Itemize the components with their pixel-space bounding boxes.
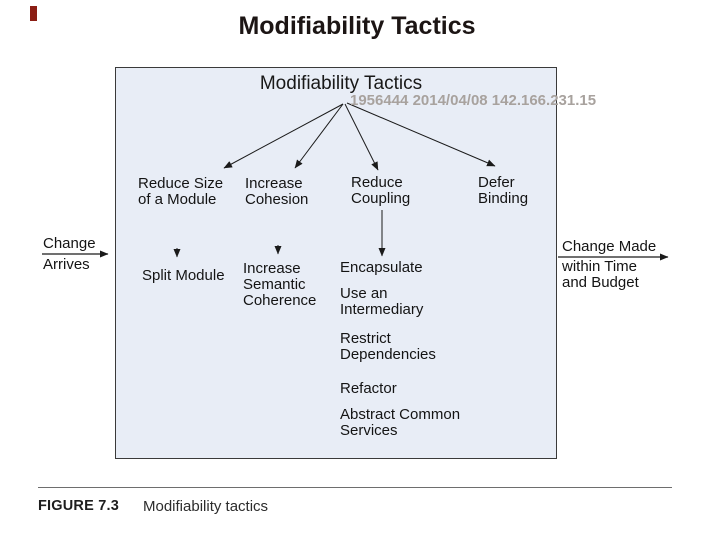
tactic-refactor: Refactor	[340, 380, 397, 397]
category-reduce-size: Reduce Size of a Module	[138, 175, 224, 208]
diagram-panel	[115, 67, 557, 459]
tactic-increase-semantic-coherence: Increase Semantic Coherence	[243, 260, 317, 309]
page-title: Modifiability Tactics	[238, 12, 476, 40]
slide-accent-mark	[30, 6, 37, 21]
diagram-title: Modifiability Tactics	[259, 73, 423, 94]
tactic-restrict-dependencies: Restrict Dependencies	[340, 330, 436, 363]
category-increase-cohesion: Increase Cohesion	[245, 175, 309, 208]
tactic-encapsulate: Encapsulate	[340, 259, 423, 276]
change-made-label-bottom: within Time and Budget	[562, 258, 639, 291]
change-made-label-top: Change Made	[562, 238, 657, 255]
tactic-split-module: Split Module	[142, 267, 225, 284]
caption-divider	[38, 487, 672, 488]
figure-label: FIGURE 7.3	[38, 498, 119, 514]
change-arrives-label-bottom: Arrives	[43, 256, 90, 273]
category-reduce-coupling: Reduce Coupling	[351, 174, 411, 207]
watermark-text: 1956444 2014/04/08 142.166.231.15	[350, 92, 597, 109]
figure-caption: Modifiability tactics	[143, 498, 269, 515]
tactic-use-an-intermediary: Use an Intermediary	[340, 285, 424, 318]
tactic-abstract-common-services: Abstract Common Services	[340, 406, 461, 439]
category-defer-binding: Defer Binding	[478, 174, 529, 207]
change-arrives-label-top: Change	[43, 235, 96, 252]
